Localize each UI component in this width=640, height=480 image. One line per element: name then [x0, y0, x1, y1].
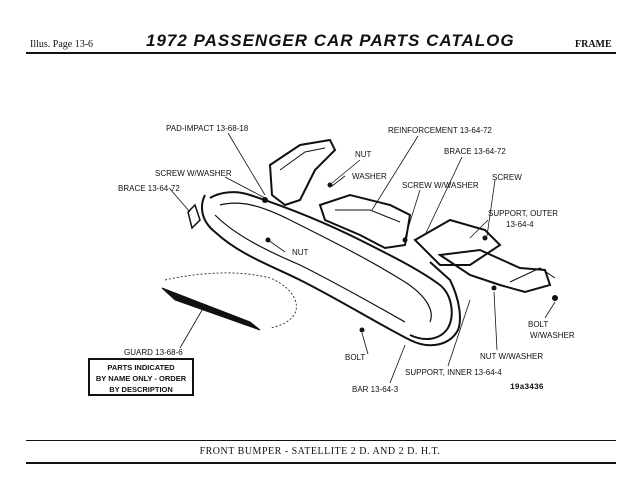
- figure-caption: FRONT BUMPER - SATELLITE 2 D. AND 2 D. H…: [199, 446, 441, 457]
- label-guard: GUARD 13-68-6: [124, 348, 183, 357]
- label-bolt-washer-2: W/WASHER: [530, 331, 575, 340]
- label-brace-right: BRACE 13-64-72: [444, 147, 506, 156]
- label-nut-mid: NUT: [292, 248, 309, 257]
- label-support-inner: SUPPORT, INNER 13-64-4: [405, 368, 502, 377]
- label-bolt: BOLT: [345, 353, 366, 362]
- label-washer: WASHER: [352, 172, 387, 181]
- illustration-number: 19a3436: [510, 383, 544, 392]
- notice-line-1: PARTS INDICATED: [107, 363, 175, 372]
- label-screw-right: SCREW: [492, 173, 522, 182]
- page-reference: Illus. Page 13-6: [30, 39, 94, 50]
- label-bolt-washer: BOLT: [528, 320, 549, 329]
- label-bar: BAR 13-64-3: [352, 385, 399, 394]
- label-support-outer-number: 13-64-4: [506, 220, 534, 229]
- notice-line-2: BY NAME ONLY - ORDER: [95, 374, 187, 383]
- label-pad-impact: PAD-IMPACT 13-68-18: [166, 124, 249, 133]
- label-screw-washer-mid: SCREW W/WASHER: [402, 181, 479, 190]
- leader-lines: [169, 132, 556, 384]
- footer-rule: [26, 462, 616, 464]
- notice-line-3: BY DESCRIPTION: [109, 385, 173, 394]
- label-reinforcement: REINFORCEMENT 13-64-72: [388, 126, 492, 135]
- parts-notice-box: PARTS INDICATED BY NAME ONLY - ORDER BY …: [88, 358, 194, 396]
- section-name: FRAME: [575, 39, 612, 50]
- label-brace-left: BRACE 13-64-72: [118, 184, 180, 193]
- page-title: 1972 PASSENGER CAR PARTS CATALOG: [146, 31, 515, 50]
- label-nut-top: NUT: [355, 150, 372, 159]
- caption-rule: [26, 440, 616, 441]
- label-nut-washer: NUT W/WASHER: [480, 352, 544, 361]
- label-screw-washer-left: SCREW W/WASHER: [155, 169, 232, 178]
- header-rule: [26, 52, 616, 54]
- bumper-bar-drawing: [161, 138, 556, 347]
- fastener-marks: [262, 182, 558, 333]
- label-support-outer: SUPPORT, OUTER: [488, 209, 559, 218]
